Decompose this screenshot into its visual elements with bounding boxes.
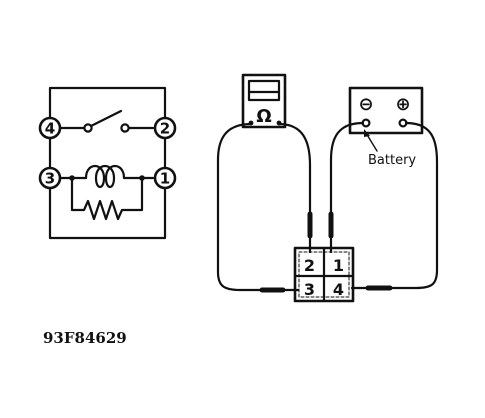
schematic-frame <box>48 86 167 240</box>
meter-lead-right <box>277 122 312 216</box>
terminal-4: 4 <box>38 116 62 140</box>
connector-pin-2: 2 <box>304 256 315 275</box>
terminal-1-label: 1 <box>160 170 170 188</box>
relay-resistor <box>70 176 144 221</box>
relay-schematic: 4 2 3 1 <box>38 86 177 240</box>
terminal-3: 3 <box>38 166 62 190</box>
relay-coil <box>59 164 155 189</box>
ohm-icon: Ω <box>256 106 271 127</box>
battery-lead-negative <box>329 121 365 216</box>
meter-lead-left <box>216 122 264 292</box>
meter-display <box>247 79 281 102</box>
relay-switch <box>59 109 155 133</box>
terminal-1: 1 <box>153 166 177 190</box>
test-leads <box>216 121 439 293</box>
connector-pin-1: 1 <box>333 256 344 275</box>
terminal-4-label: 4 <box>45 120 55 138</box>
terminal-3-label: 3 <box>45 170 55 188</box>
battery-leader-arrowhead <box>364 129 370 137</box>
battery-label: Battery <box>368 153 416 168</box>
connector-pin-4: 4 <box>333 280 344 299</box>
battery-lead-positive <box>388 121 439 290</box>
terminal-2: 2 <box>153 116 177 140</box>
figure-code: 93F84629 <box>43 329 127 347</box>
terminal-2-label: 2 <box>160 120 170 138</box>
battery: ⊖ ⊕ Battery <box>348 86 424 168</box>
battery-negative-icon: ⊖ <box>358 94 373 115</box>
connector-pin-3: 3 <box>304 280 315 299</box>
battery-positive-icon: ⊕ <box>395 94 410 115</box>
relay-connector: 2 1 3 4 <box>293 246 355 303</box>
ohmmeter: Ω <box>241 73 287 129</box>
